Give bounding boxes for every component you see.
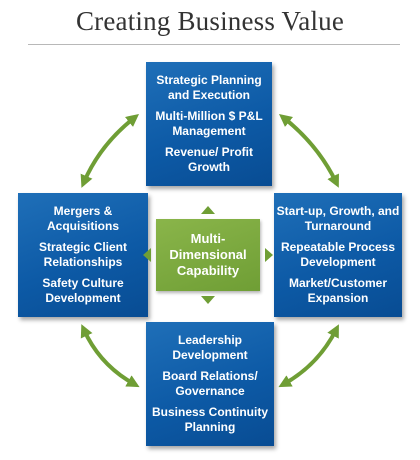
triangle-right-icon: [265, 248, 273, 262]
box-top-item: Multi-Million $ P&L Management: [155, 109, 263, 138]
center-label-line: Multi-: [190, 231, 226, 246]
diagram-title: Creating Business Value: [75, 6, 345, 36]
box-bottom-item: Board Relations/ Governance: [162, 369, 258, 398]
box-right-item: Start-up, Growth, and Turnaround: [276, 204, 400, 233]
box-right: Start-up, Growth, and Turnaround Repeata…: [274, 193, 402, 317]
box-left-item: Strategic Client Relationships: [38, 240, 128, 269]
double-arrow-icon: [278, 114, 339, 188]
box-left: Mergers & Acquisitions Strategic Client …: [18, 193, 148, 317]
box-left-item: Mergers & Acquisitions: [46, 204, 119, 233]
center-capability-box: Multi- Dimensional Capability: [156, 219, 260, 291]
double-arrow-icon: [80, 114, 140, 188]
box-bottom-item: Business Continuity Planning: [151, 405, 268, 434]
double-arrow-icon: [278, 324, 339, 388]
box-bottom-item: Leadership Development: [172, 333, 248, 362]
box-bottom: Leadership Development Board Relations/ …: [146, 322, 274, 446]
box-right-item: Repeatable Process Development: [280, 240, 396, 269]
double-arrow-icon: [80, 324, 140, 388]
triangle-down-icon: [201, 296, 215, 304]
box-top-item: Strategic Planning and Execution: [156, 73, 262, 102]
title-divider: [28, 44, 400, 45]
box-top-item: Revenue/ Profit Growth: [164, 145, 254, 174]
box-top: Strategic Planning and Execution Multi-M…: [146, 62, 272, 186]
box-right-item: Market/Customer Expansion: [288, 276, 388, 305]
box-left-item: Safety Culture Development: [42, 276, 124, 305]
center-label-line: Capability: [176, 263, 240, 278]
triangle-up-icon: [201, 206, 215, 214]
center-label-line: Dimensional: [169, 247, 247, 262]
